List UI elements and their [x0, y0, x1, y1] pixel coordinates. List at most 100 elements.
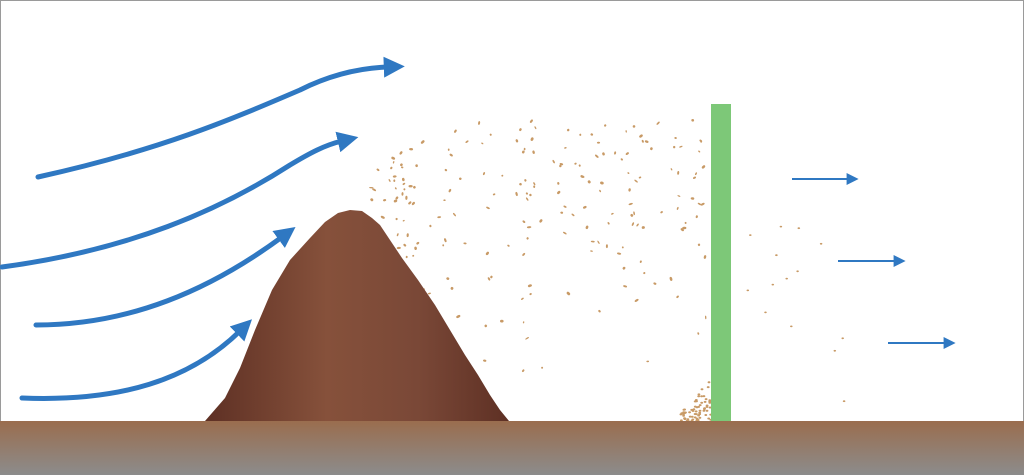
soil-particle: [483, 359, 487, 362]
soil-particle: [690, 197, 695, 200]
soil-particle: [691, 118, 695, 122]
soil-particle: [698, 409, 702, 412]
soil-particle: [529, 193, 532, 197]
soil-particle: [446, 277, 450, 280]
soil-particle: [708, 406, 712, 409]
soil-particle: [695, 172, 697, 176]
soil-particle: [403, 243, 407, 247]
soil-particle: [402, 182, 406, 186]
soil-particle: [525, 192, 529, 195]
soil-particle: [539, 219, 543, 223]
soil-particle: [697, 243, 701, 246]
soil-particle: [680, 419, 683, 422]
soil-particle: [395, 217, 398, 221]
soil-particle: [526, 237, 529, 240]
soil-particle: [688, 415, 692, 418]
soil-particle: [444, 168, 448, 172]
soil-particle: [684, 221, 687, 224]
soil-particle: [443, 199, 446, 201]
soil-particle: [683, 417, 687, 420]
wind-arrow-icon: [19, 319, 253, 401]
soil-particle: [500, 319, 504, 323]
soil-particle: [621, 246, 624, 249]
soil-particle: [392, 160, 395, 164]
soil-particle: [579, 133, 582, 136]
soil-particle: [527, 284, 532, 288]
soil-particle: [525, 197, 529, 201]
soil-particle: [707, 417, 711, 420]
soil-particle: [590, 240, 595, 243]
soil-particle: [396, 246, 401, 250]
soil-particle: [620, 158, 623, 161]
soil-particle: [639, 260, 642, 263]
soil-particle: [564, 147, 567, 149]
soil-particle: [604, 124, 607, 127]
soil-particle: [393, 199, 398, 203]
soil-particle: [691, 418, 695, 421]
soil-particle: [523, 147, 526, 151]
soil-particle: [701, 165, 706, 169]
soil-particle: [391, 156, 396, 160]
soil-particle: [403, 188, 406, 191]
upwind-arrows: [0, 56, 405, 401]
soil-particle: [580, 175, 584, 178]
soil-particle: [507, 244, 510, 247]
soil-particle: [487, 277, 491, 281]
soil-particle: [660, 211, 663, 214]
soil-particle: [764, 311, 767, 314]
soil-particle: [708, 399, 712, 402]
soil-particle: [700, 388, 704, 391]
soil-particle: [785, 277, 788, 280]
soil-particle: [680, 412, 684, 415]
soil-particle: [698, 404, 702, 407]
soil-particle: [698, 150, 701, 153]
soil-particle: [704, 315, 707, 320]
soil-particle: [630, 213, 634, 217]
soil-particle: [700, 140, 703, 143]
soil-particle: [670, 168, 673, 171]
soil-particle: [703, 255, 707, 259]
ground: [0, 421, 1024, 475]
soil-particle: [533, 182, 536, 186]
soil-particle: [702, 395, 706, 398]
soil-particle: [409, 147, 414, 151]
soil-particle: [442, 244, 445, 247]
soil-particle: [641, 139, 644, 143]
soil-particle: [521, 297, 524, 300]
soil-particle: [598, 309, 601, 313]
soil-particle: [790, 325, 793, 328]
soil-particle: [408, 185, 413, 188]
soil-particle: [673, 145, 676, 149]
soil-particle: [525, 337, 529, 340]
soil-particle: [481, 142, 484, 145]
soil-particle: [700, 401, 704, 404]
soil-particle: [420, 140, 425, 144]
soil-particle: [453, 212, 456, 217]
soil-particle: [746, 289, 750, 292]
soil-particle: [692, 408, 696, 411]
soil-particle: [706, 386, 710, 389]
soil-particle: [625, 130, 627, 133]
soil-particle: [370, 198, 374, 202]
soil-particle: [682, 414, 685, 417]
soil-particle: [413, 186, 416, 189]
soil-particle: [676, 295, 679, 299]
soil-particle: [639, 134, 643, 138]
soil-particle: [841, 337, 844, 340]
soil-particle: [797, 227, 801, 230]
soil-particle: [444, 238, 447, 243]
soil-particle: [485, 251, 489, 256]
soil-particle: [833, 349, 837, 352]
soil-particle: [571, 213, 575, 217]
soil-particle: [634, 179, 638, 183]
soil-particle: [416, 241, 420, 245]
soil-particle: [700, 202, 705, 206]
soil-particle: [646, 360, 650, 363]
soil-particle: [771, 283, 775, 286]
soil-particle: [521, 150, 525, 154]
soil-particle: [412, 254, 415, 257]
wind-arrow-icon: [0, 131, 359, 270]
soil-particle: [628, 202, 633, 206]
